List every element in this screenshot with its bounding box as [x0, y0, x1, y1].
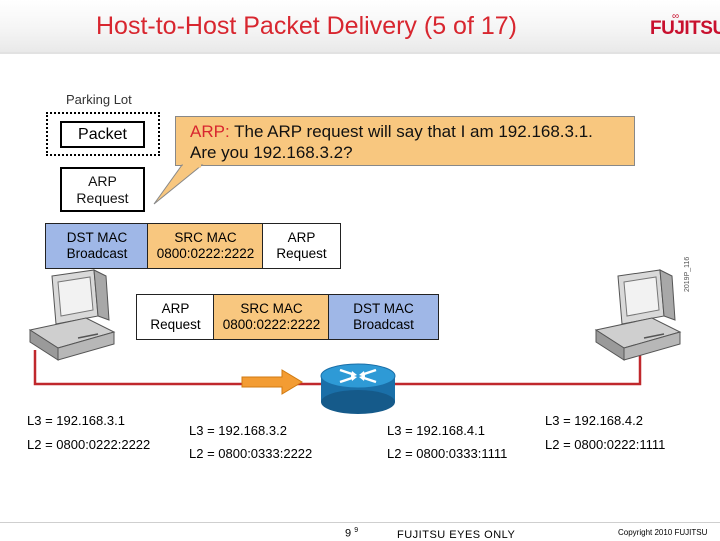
parking-lot-label: Parking Lot: [66, 92, 132, 107]
page-number-super: 9: [354, 527, 359, 534]
cell-line1: SRC MAC: [174, 230, 237, 245]
fujitsu-logo: FUJITSU: [650, 18, 720, 39]
footer-divider: [0, 522, 720, 523]
logo-infinity-icon: ∞: [672, 11, 680, 22]
callout-line2: Are you 192.168.3.2?: [190, 143, 353, 162]
cell-line2: Broadcast: [66, 246, 128, 261]
host-b-l2: L2 = 0800:0222:1111: [545, 437, 666, 452]
frame-bottom-dst-mac: DST MAC Broadcast: [328, 294, 439, 340]
frame-top-src-mac: SRC MAC 0800:0222:2222: [147, 223, 264, 269]
slide-title: Host-to-Host Packet Delivery (5 of 17): [96, 12, 517, 40]
callout-keyword: ARP:: [190, 122, 230, 141]
direction-arrow-icon: [241, 369, 303, 395]
cell-line1: ARP: [287, 230, 316, 245]
arp-callout: ARP: The ARP request will say that I am …: [175, 116, 635, 166]
cell-line2: Request: [276, 246, 327, 261]
parking-lot-area: [46, 112, 160, 156]
cell-line2: 0800:0222:2222: [156, 246, 255, 261]
computer-right-icon: [594, 269, 682, 361]
host-a-l3: L3 = 192.168.3.1: [27, 413, 125, 428]
page-number: 9 9: [345, 527, 358, 540]
page-number-main: 9: [345, 527, 352, 540]
cell-line1: DST MAC: [66, 230, 128, 245]
header-divider: [0, 52, 720, 54]
router-icon: [320, 363, 396, 414]
host-a-l2: L2 = 0800:0222:2222: [27, 437, 151, 452]
router-left-l2: L2 = 0800:0333:2222: [189, 446, 313, 461]
figure-id: 2019P_116: [684, 256, 691, 292]
frame-top: DST MAC Broadcast SRC MAC 0800:0222:2222…: [45, 223, 341, 269]
computer-left-icon: [28, 269, 116, 361]
router-right-l2: L2 = 0800:0333:1111: [387, 446, 508, 461]
classification-label: FUJITSU EYES ONLY: [397, 529, 516, 541]
speech-pointer-icon: [153, 164, 204, 205]
cell-line2: 0800:0222:2222: [222, 317, 321, 332]
frame-bottom: ARP Request SRC MAC 0800:0222:2222 DST M…: [136, 294, 439, 340]
host-b-l3: L3 = 192.168.4.2: [545, 413, 643, 428]
router-right-l3: L3 = 192.168.4.1: [387, 423, 485, 438]
frame-bottom-arp-request: ARP Request: [136, 294, 215, 340]
cell-line2: Request: [150, 317, 201, 332]
callout-text1: The ARP request will say that I am 192.1…: [229, 122, 593, 141]
cell-line1: DST MAC: [353, 301, 414, 316]
arp-request-line2: Request: [76, 189, 129, 206]
cell-line1: ARP: [161, 301, 190, 316]
router-left-l3: L3 = 192.168.3.2: [189, 423, 287, 438]
cell-line1: SRC MAC: [240, 301, 303, 316]
cell-line2: Broadcast: [353, 317, 414, 332]
frame-top-arp-request: ARP Request: [262, 223, 341, 269]
frame-bottom-src-mac: SRC MAC 0800:0222:2222: [213, 294, 330, 340]
frame-top-dst-mac: DST MAC Broadcast: [45, 223, 149, 269]
callout-line1: ARP: The ARP request will say that I am …: [190, 121, 634, 142]
header-band: [0, 0, 720, 52]
arp-request-box: ARP Request: [60, 167, 145, 212]
arp-request-line1: ARP: [88, 172, 117, 189]
copyright: Copyright 2010 FUJITSU: [618, 528, 708, 537]
packet-box: Packet: [60, 121, 145, 148]
